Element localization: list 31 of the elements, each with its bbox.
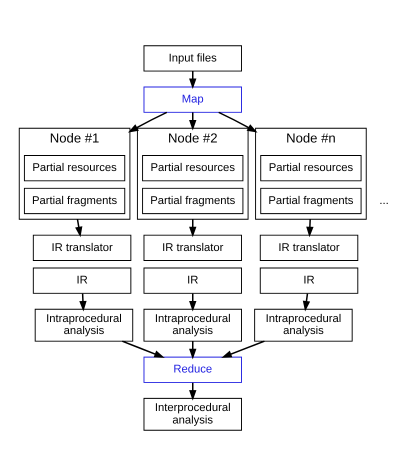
node-box: Intraprocedural analysis [254, 308, 353, 342]
node-box: IR [144, 267, 242, 294]
node-box: Reduce [144, 356, 242, 382]
arrow [302, 293, 310, 311]
node-box: Input files [144, 44, 242, 72]
arrow [189, 70, 196, 89]
arrow [221, 340, 265, 358]
arrow [189, 340, 196, 359]
label: ... [379, 194, 389, 206]
node-box: Partial resources [142, 154, 244, 181]
node-box: Interprocedural analysis [144, 397, 242, 430]
arrow [75, 218, 82, 237]
node-box: Partial resources [260, 154, 362, 181]
arrow [79, 293, 87, 312]
arrow [306, 218, 314, 237]
node-box: IR translator [144, 234, 242, 260]
node-box: Map [144, 86, 242, 112]
arrow [122, 340, 165, 358]
node-box: IR translator [32, 234, 132, 260]
arrow [189, 112, 196, 130]
node-box: Intraprocedural analysis [144, 308, 242, 342]
node-box: IR translator [260, 234, 358, 260]
node-box: Partial fragments [142, 187, 244, 214]
node-box: Partial fragments [24, 187, 126, 214]
arrow [189, 218, 196, 237]
node-box: IR [32, 267, 132, 294]
node-box: Partial resources [24, 154, 126, 181]
node-box: IR [260, 267, 358, 294]
node-box: Partial fragments [260, 187, 362, 214]
arrow [189, 293, 196, 312]
node-box: Intraprocedural analysis [34, 308, 134, 342]
